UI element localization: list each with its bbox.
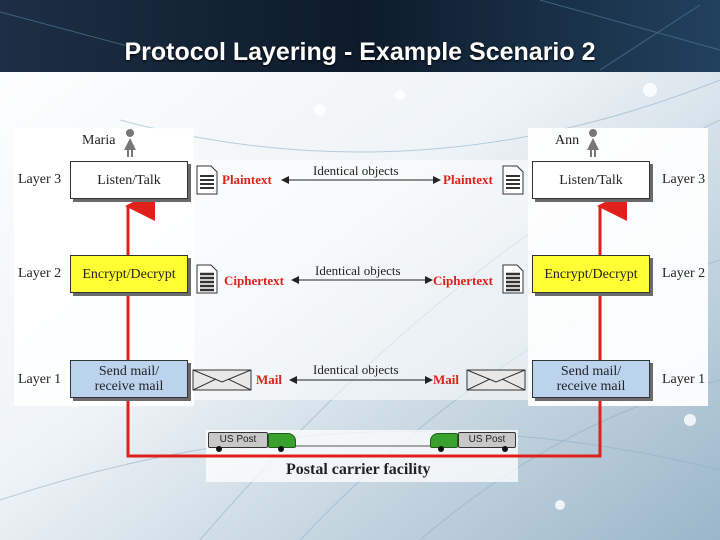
encrypt-decrypt-box-left: Encrypt/Decrypt — [70, 255, 188, 293]
identical-objects-label-layer1: Identical objects — [313, 362, 399, 377]
truck-wheel — [438, 446, 444, 452]
truck-cab — [430, 433, 458, 448]
truck-wheel — [278, 446, 284, 452]
cipher-document-icon — [196, 264, 218, 294]
truck-body: US Post — [208, 432, 268, 448]
layer-1-label-left: Layer 1 — [18, 372, 62, 387]
postal-carrier-facility-label: Postal carrier facility — [286, 461, 431, 478]
ciphertext-label-right: Ciphertext — [433, 273, 493, 288]
layer-3-label-right: Layer 3 — [662, 172, 706, 187]
envelope-icon — [192, 369, 252, 391]
identical-objects-label-layer3: Identical objects — [313, 163, 399, 178]
truck-wheel — [216, 446, 222, 452]
slide-title: Protocol Layering - Example Scenario 2 — [124, 38, 596, 66]
truck-body: US Post — [458, 432, 516, 448]
send-receive-mail-box-right: Send mail/ receive mail — [532, 360, 650, 398]
document-icon — [196, 165, 218, 195]
us-post-truck-right: US Post — [428, 432, 518, 452]
title-bar-background — [0, 0, 720, 72]
send-receive-mail-box-left: Send mail/ receive mail — [70, 360, 188, 398]
data-path-right — [360, 191, 627, 458]
us-post-truck-left: US Post — [208, 432, 298, 452]
plaintext-label-right: Plaintext — [443, 172, 493, 187]
envelope-icon — [466, 369, 526, 391]
encrypt-decrypt-box-right: Encrypt/Decrypt — [532, 255, 650, 293]
layer-2-label-right: Layer 2 — [662, 266, 706, 281]
truck-wheel — [502, 446, 508, 452]
person-female-icon — [587, 129, 599, 157]
ciphertext-label-left: Ciphertext — [224, 273, 284, 288]
layer-2-label-left: Layer 2 — [18, 266, 62, 281]
listen-talk-box-left: Listen/Talk — [70, 161, 188, 199]
ann-label: Ann — [555, 133, 580, 148]
data-path-left — [125, 191, 360, 458]
maria-label: Maria — [82, 133, 116, 148]
listen-talk-box-right: Listen/Talk — [532, 161, 650, 199]
cipher-document-icon — [502, 264, 524, 294]
identical-objects-label-layer2: Identical objects — [315, 263, 401, 278]
layer-1-label-right: Layer 1 — [662, 372, 706, 387]
mail-label-left: Mail — [256, 372, 282, 387]
document-icon — [502, 165, 524, 195]
plaintext-label-left: Plaintext — [222, 172, 272, 187]
person-female-icon — [124, 129, 136, 157]
layer-3-label-left: Layer 3 — [18, 172, 62, 187]
mail-label-right: Mail — [433, 372, 459, 387]
